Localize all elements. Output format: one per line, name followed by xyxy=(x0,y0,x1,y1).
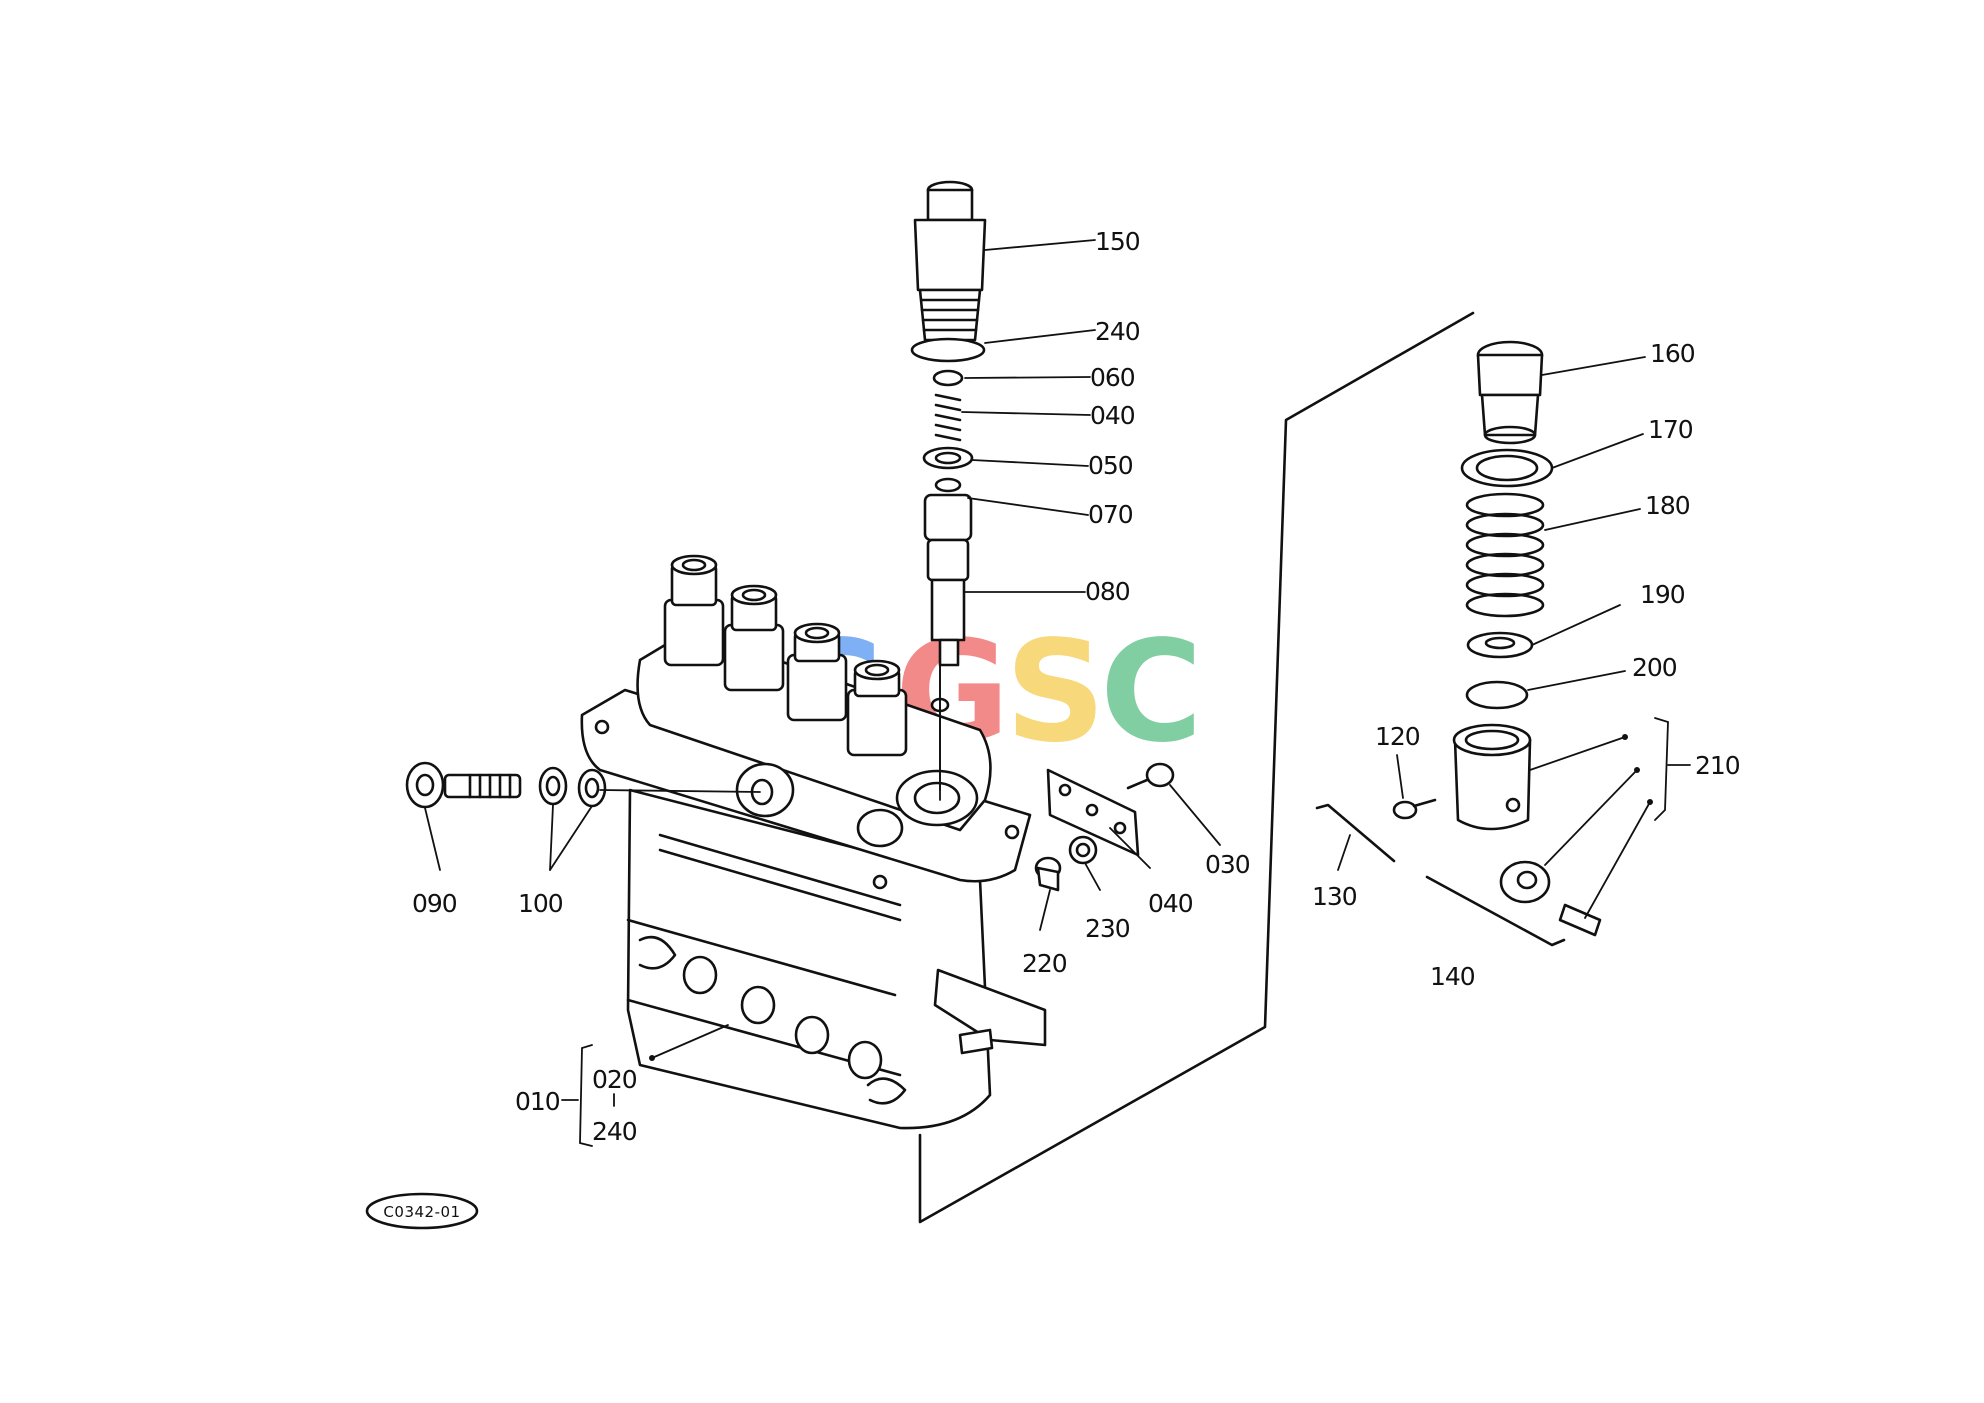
label-200: 200 xyxy=(1632,653,1677,682)
governor-spring xyxy=(1465,492,1545,618)
label-040-top: 040 xyxy=(1090,401,1135,430)
label-040-mid: 040 xyxy=(1148,889,1193,918)
banjo-bolt xyxy=(443,773,522,799)
delivery-valve-holder xyxy=(913,180,987,342)
outlet-fitting-2 xyxy=(723,584,785,692)
callout-labels: 150 240 060 040 050 070 080 160 170 180 … xyxy=(412,227,1741,1146)
label-150: 150 xyxy=(1095,227,1140,256)
label-180: 180 xyxy=(1645,491,1690,520)
plunger xyxy=(930,578,966,791)
label-010: 010 xyxy=(515,1087,560,1116)
label-050: 050 xyxy=(1088,451,1133,480)
label-100: 100 xyxy=(518,889,563,918)
outlet-fitting-4 xyxy=(846,659,908,757)
collar xyxy=(1499,860,1551,904)
label-190: 190 xyxy=(1640,580,1685,609)
label-170: 170 xyxy=(1648,415,1693,444)
watermark-letter-c2: C xyxy=(1100,611,1203,774)
pump-body xyxy=(580,554,1047,1130)
link-rod-130 xyxy=(1315,803,1396,863)
label-070: 070 xyxy=(1088,500,1133,529)
spring-seat xyxy=(1460,448,1554,488)
pin xyxy=(1558,903,1602,937)
label-240-top: 240 xyxy=(1095,317,1140,346)
label-130: 130 xyxy=(1312,882,1357,911)
leader-lines xyxy=(424,239,1691,1147)
group-boundary-line xyxy=(918,311,1475,1224)
label-120: 120 xyxy=(1375,722,1420,751)
label-160: 160 xyxy=(1650,339,1695,368)
diagram-code-badge: C0342-01 xyxy=(365,1192,479,1230)
label-080: 080 xyxy=(1085,577,1130,606)
washer-1 xyxy=(538,766,568,806)
valve-gasket xyxy=(922,446,974,470)
plug-220 xyxy=(1034,856,1062,892)
label-140: 140 xyxy=(1430,962,1475,991)
label-220: 220 xyxy=(1022,949,1067,978)
banjo-nut xyxy=(405,761,445,809)
label-210: 210 xyxy=(1695,751,1740,780)
diagram-code: C0342-01 xyxy=(383,1203,460,1221)
spring-retainer xyxy=(1466,631,1534,659)
label-240-bottom: 240 xyxy=(592,1117,637,1146)
label-060: 060 xyxy=(1090,363,1135,392)
outlet-fitting-1 xyxy=(663,554,725,667)
plate-screw xyxy=(1126,762,1175,790)
delivery-valve xyxy=(923,477,973,582)
watermark-letter-s: S xyxy=(1005,611,1106,774)
nut-230 xyxy=(1068,835,1098,865)
governor-sleeve xyxy=(1452,723,1532,831)
pin-screw xyxy=(1392,798,1437,820)
o-ring xyxy=(910,337,986,363)
washer-2 xyxy=(577,768,607,808)
label-090: 090 xyxy=(412,889,457,918)
label-030: 030 xyxy=(1205,850,1250,879)
label-020: 020 xyxy=(592,1065,637,1094)
valve-washer xyxy=(932,369,964,387)
cap-disc xyxy=(1465,680,1529,710)
link-rod-140 xyxy=(1425,875,1566,947)
outlet-fitting-3 xyxy=(786,622,848,722)
label-230: 230 xyxy=(1085,914,1130,943)
valve-spring xyxy=(934,393,962,442)
governor-cap xyxy=(1476,340,1544,445)
